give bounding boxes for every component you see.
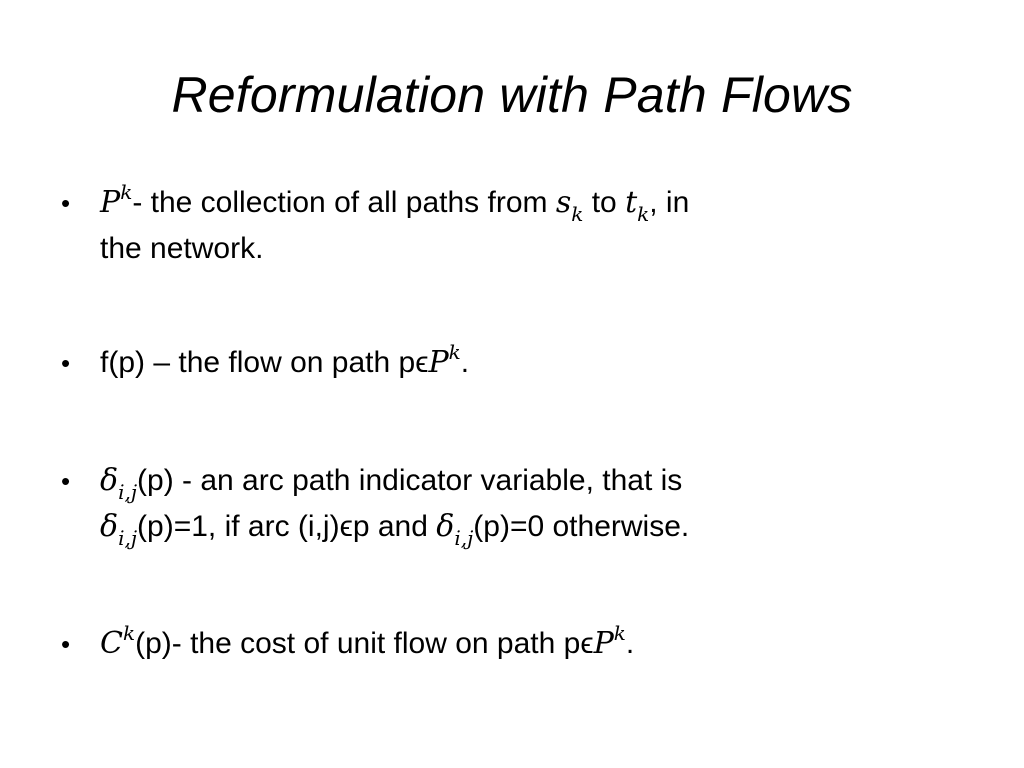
subscript-k: k	[637, 202, 650, 226]
symbol-delta: δ	[436, 509, 455, 544]
symbol-P: P	[593, 626, 614, 661]
symbol-s: s	[555, 185, 572, 220]
symbol-P: P	[428, 345, 449, 380]
bullet-text: (p)=0 otherwise.	[473, 510, 690, 543]
bullet-text: .	[460, 346, 470, 379]
symbol-C: C	[100, 626, 123, 661]
slide-title: Reformulation with Path Flows	[171, 67, 853, 123]
superscript-k: k	[448, 340, 461, 364]
element-of-symbol: ϵ	[580, 627, 594, 660]
bullet-icon: •	[61, 466, 71, 496]
bullet-arc-indicator: • δi,j(p) - an arc path indicator variab…	[58, 458, 689, 550]
symbol-delta: δ	[100, 509, 119, 544]
symbol-P: P	[100, 185, 121, 220]
bullet-text: to	[583, 186, 626, 219]
subscript-ij: i,j	[454, 526, 474, 550]
bullet-icon: •	[61, 348, 71, 378]
bullet-path-collection: • Pk- the collection of all paths from s…	[58, 180, 689, 272]
bullet-path-flow: • f(p) – the flow on path pϵPk.	[58, 340, 469, 386]
bullet-text: f(p) – the flow on path p	[100, 346, 416, 379]
subscript-ij: i,j	[118, 526, 138, 550]
superscript-k: k	[613, 621, 626, 645]
bullet-text: - the collection of all paths from	[132, 186, 556, 219]
bullet-icon: •	[61, 188, 71, 218]
symbol-t: t	[625, 185, 638, 220]
symbol-delta: δ	[100, 463, 119, 498]
superscript-k: k	[122, 621, 136, 645]
subscript-ij: i,j	[118, 480, 138, 504]
bullet-text: .	[625, 627, 635, 660]
superscript-k: k	[120, 180, 133, 204]
bullet-text: (p) - an arc path indicator variable, th…	[137, 464, 683, 497]
bullet-icon: •	[61, 629, 71, 659]
bullet-path-cost: • Ck(p)- the cost of unit flow on path p…	[58, 621, 634, 667]
bullet-text: (p)- the cost of unit flow on path p	[135, 627, 581, 660]
bullet-text: , in	[649, 186, 690, 219]
element-of-symbol: ϵ	[415, 346, 429, 379]
subscript-k: k	[571, 202, 584, 226]
bullet-text: the network.	[100, 232, 264, 265]
bullet-text: p and	[352, 510, 437, 543]
bullet-text: (p)=1, if arc (i,j)	[137, 510, 340, 543]
element-of-symbol: ϵ	[339, 510, 353, 543]
